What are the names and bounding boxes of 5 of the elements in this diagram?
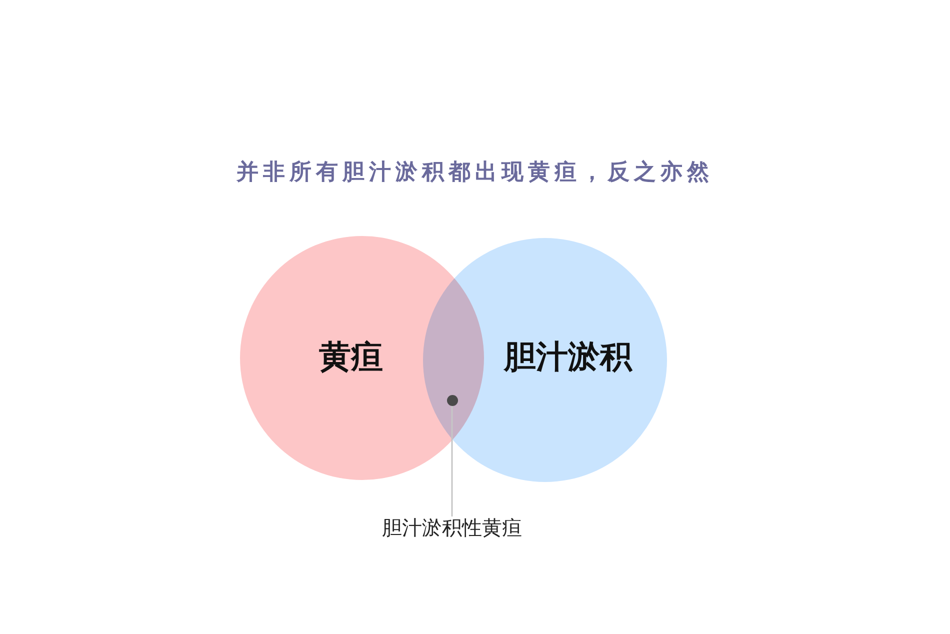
callout-label: 胆汁淤积性黄疸 bbox=[382, 516, 522, 540]
diagram-title: 并非所有胆汁淤积都出现黄疸，反之亦然 bbox=[236, 160, 714, 185]
circle-label: 黄疸 bbox=[319, 338, 383, 376]
leader-line bbox=[451, 406, 453, 516]
circle-label: 胆汁淤积 bbox=[504, 338, 632, 376]
